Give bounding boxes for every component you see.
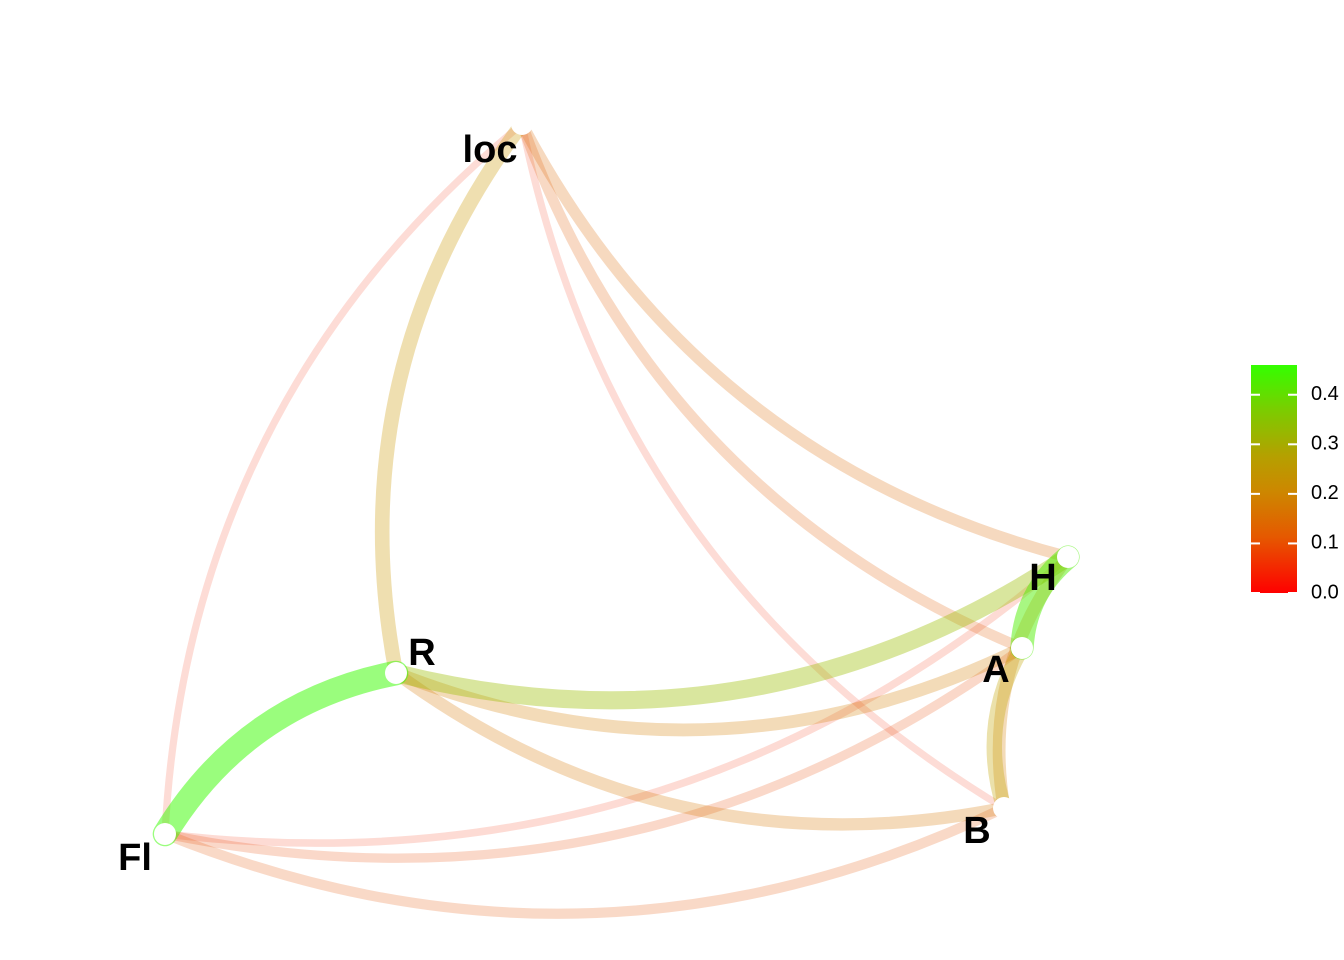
node-Fl [154,823,176,845]
node-H [1057,546,1079,568]
colorbar-tick-label: 0.3 [1311,433,1339,455]
node-label-loc: loc [463,129,518,171]
node-R [385,662,407,684]
edge-Fl-A [160,643,1027,863]
edge-H-B [992,550,1075,815]
edge-R-Fl [152,660,409,847]
edge-H-A [1010,545,1080,660]
colorbar-tick-label: 0.1 [1311,532,1339,554]
edge-Fl-B [159,802,1010,919]
edge-R-B [389,666,1011,831]
edge-loc-A [516,118,1028,654]
edge-loc-R [374,116,530,681]
node-B [993,797,1015,819]
node-label-B: B [963,810,990,852]
edges-layer [152,116,1080,919]
edge-loc-Fl [161,120,526,838]
edge-Fl-H [161,553,1072,847]
colorbar [1251,365,1297,593]
colorbar-ticks: 0.0 0.1 0.2 0.3 0.4 [1251,383,1339,603]
node-loc [511,113,533,135]
node-label-R: R [408,632,435,674]
colorbar-tick-label: 0.0 [1311,581,1339,603]
edge-R-H [387,548,1077,710]
node-label-Fl: Fl [118,837,152,879]
edge-loc-B [518,120,1008,812]
edge-R-A [389,641,1029,737]
edge-A-B [986,640,1030,816]
weight-colorbar-legend: 0.0 0.1 0.2 0.3 0.4 [1251,365,1339,603]
node-A [1011,637,1033,659]
edge-loc-H [516,118,1074,563]
node-label-A: A [982,649,1009,691]
node-label-H: H [1029,557,1056,599]
colorbar-tick-label: 0.2 [1311,482,1339,504]
colorbar-tick-label: 0.4 [1311,383,1339,405]
